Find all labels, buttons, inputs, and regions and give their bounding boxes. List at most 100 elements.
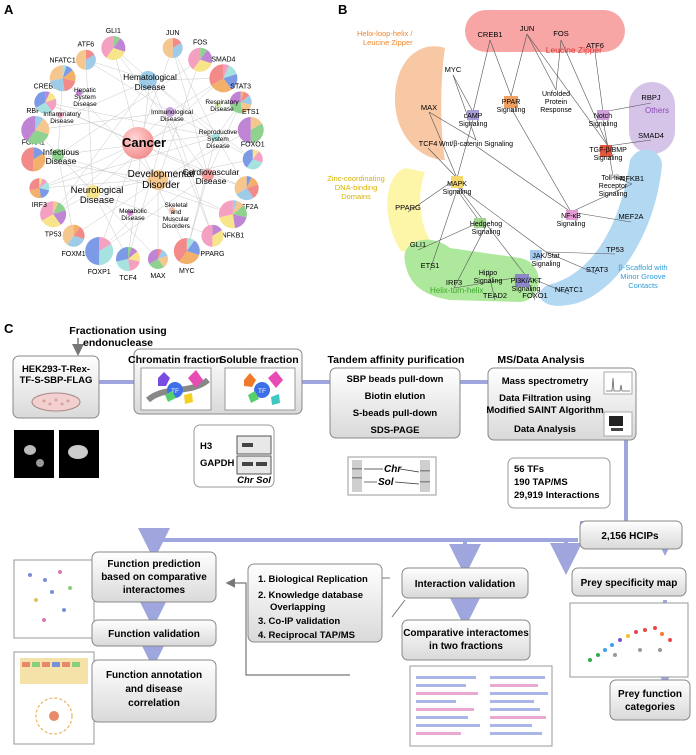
pathway-edge xyxy=(525,275,570,295)
pie-slice xyxy=(246,177,259,189)
pie-slice xyxy=(232,200,237,215)
pathway-edge xyxy=(429,189,458,271)
pie-slice xyxy=(186,240,200,256)
stats-tapms: 190 TAP/MS xyxy=(514,477,568,488)
pie-slice xyxy=(236,188,254,201)
tf-disease-edge xyxy=(113,47,139,144)
pie-slice xyxy=(128,246,132,259)
tf-disease-edge xyxy=(45,102,217,138)
tf-nfkb1: NFKB1 xyxy=(620,174,644,183)
pathway-edge xyxy=(453,275,527,289)
prey-specificity-dots xyxy=(588,626,672,662)
pie-slice xyxy=(116,258,130,271)
respiratory-node xyxy=(215,102,221,108)
pie-slice xyxy=(157,248,163,259)
tf-smad4: SMAD4 xyxy=(638,131,664,140)
tf-disease-edge xyxy=(137,142,188,252)
tf-pie-ets1: ETS1 xyxy=(237,109,264,144)
panel-b-label: B xyxy=(338,2,347,17)
ms-step-2: Data Filtration using xyxy=(499,393,591,404)
pie-slice xyxy=(62,224,74,245)
tf-tp53: TP53 xyxy=(606,245,624,254)
pie-slice xyxy=(45,91,50,103)
tf-atf6: ATF6 xyxy=(586,41,604,50)
pie-slice xyxy=(85,237,100,266)
pie-slice xyxy=(172,43,183,59)
prey-function-box xyxy=(609,679,691,721)
hematological-node xyxy=(139,71,157,89)
pie-slice xyxy=(252,151,263,163)
pie-slice xyxy=(157,249,168,259)
pie-slice xyxy=(45,92,56,103)
tf-disease-edge xyxy=(92,159,253,193)
tf-disease-edge xyxy=(85,59,171,113)
tf-disease-edge xyxy=(127,79,151,260)
tf-nfatc1: NFATC1 xyxy=(555,285,583,294)
validation-list-box xyxy=(247,563,383,643)
pie-slice xyxy=(209,64,224,86)
tf-mef2a: MEF2A xyxy=(618,212,643,221)
validation-step-4: 4. Reciprocal TAP/MS xyxy=(258,630,355,641)
pathway-edge xyxy=(456,185,527,277)
panel-a-edges xyxy=(33,47,253,260)
pathway-edge xyxy=(428,111,477,141)
tf-glyph-chromatin: TF xyxy=(171,388,179,395)
hth-band xyxy=(404,239,539,302)
pie-slice xyxy=(252,149,259,160)
pie-slice xyxy=(193,59,212,72)
pathway-edge xyxy=(602,102,652,113)
hcips-box xyxy=(579,520,683,550)
pie-slice xyxy=(53,202,66,215)
tf-label-ets1: ETS1 xyxy=(242,109,260,116)
pie-slice xyxy=(234,176,247,195)
tf-disease-edge xyxy=(186,136,217,252)
wnt-pathway: Wnt/β-catenin Signaling xyxy=(439,141,513,148)
tf-pie-nfkb1: NFKB1 xyxy=(218,200,247,239)
pie-slice xyxy=(232,214,247,229)
pie-slice xyxy=(73,224,81,236)
tf-pie-smad4: SMAD4 xyxy=(209,56,238,93)
pie-slice xyxy=(219,214,235,229)
tf-disease-edge xyxy=(113,47,209,176)
others-band xyxy=(629,82,675,154)
tf-disease-edge xyxy=(57,154,74,236)
stats-tfs: 56 TFs xyxy=(514,464,544,475)
tap-step-2: Biotin elution xyxy=(365,391,426,402)
pathway-edge xyxy=(510,33,528,97)
tf-disease-edge xyxy=(39,142,139,189)
zinc-band xyxy=(387,168,430,254)
function-prediction-box xyxy=(91,551,217,603)
pie-slice xyxy=(40,201,54,221)
ms-box xyxy=(487,367,637,441)
tf-label-rbpj: RBPJ xyxy=(26,108,44,115)
tf-pie-max: MAX xyxy=(147,248,168,280)
tf-label-foxo1: FOXO1 xyxy=(241,141,265,148)
pie-slice xyxy=(246,159,263,170)
tf-disease-edge xyxy=(172,47,209,176)
pie-slice xyxy=(162,38,173,59)
pie-slice xyxy=(27,130,49,145)
hcips-label: 2,156 HCIPs xyxy=(601,531,659,542)
reproductive-node xyxy=(212,133,220,141)
pie-slice xyxy=(116,246,129,262)
culture-dish-icon xyxy=(31,392,81,412)
function-validation-box xyxy=(91,619,217,647)
tf-disease-edge xyxy=(113,47,217,138)
pie-slice xyxy=(229,102,243,114)
pie-slice xyxy=(62,65,73,79)
pie-slice xyxy=(21,147,34,172)
tf-pie-foxm1: FOXM1 xyxy=(62,224,86,258)
pathway-edge xyxy=(456,189,481,223)
pie-slice xyxy=(101,36,114,58)
pie-slice xyxy=(229,91,241,105)
pie-slice xyxy=(39,181,50,191)
neurological-node xyxy=(86,185,100,199)
